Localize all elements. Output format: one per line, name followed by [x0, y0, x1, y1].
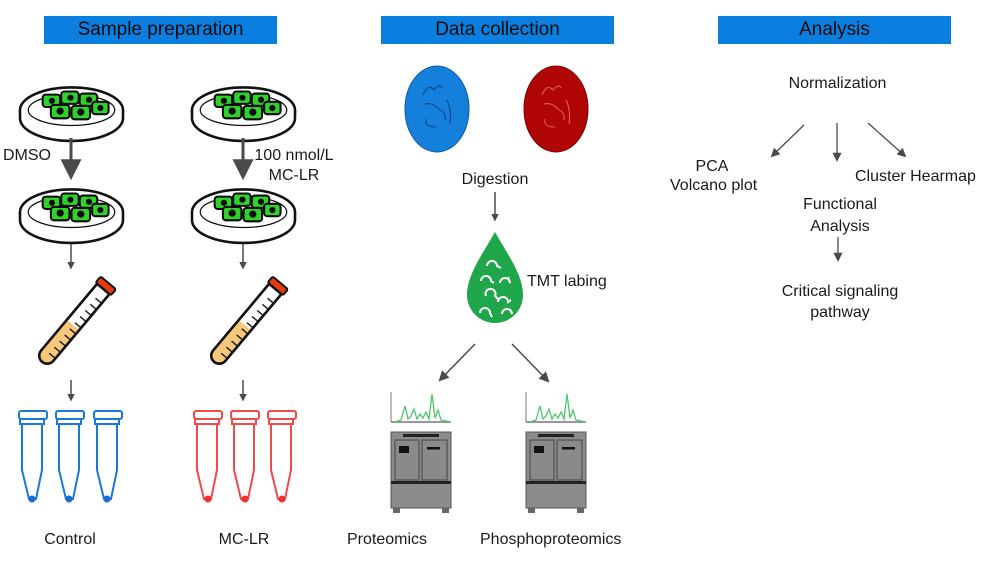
- phosphoproteomics-label: Phosphoproteomics: [480, 531, 622, 548]
- header-analysis: Analysis: [718, 16, 951, 44]
- normalization-label: Normalization: [788, 75, 887, 92]
- critical-pathway-line2: pathway: [810, 304, 870, 321]
- arrow-pca: [770, 124, 805, 158]
- control-protein-sample-icon: [404, 65, 470, 153]
- volcano-plot-label: Volcano plot: [670, 177, 758, 194]
- arrow-cluster: [867, 122, 907, 158]
- mclr-protein-sample-icon: [523, 65, 589, 153]
- critical-pathway-line1: Critical signaling: [781, 283, 899, 300]
- cluster-heatmap-label: Cluster Hearmap: [855, 168, 976, 185]
- header-data-collection: Data collection: [381, 16, 614, 44]
- mclr-group-label: MC-LR: [218, 531, 270, 548]
- tmt-drop-icon: [467, 232, 523, 323]
- functional-analysis-line1: Functional: [803, 196, 877, 213]
- arrow-proteomics: [438, 343, 476, 382]
- header-sample-preparation: Sample preparation: [44, 16, 277, 44]
- proteomics-label: Proteomics: [347, 531, 428, 548]
- control-treatment-label: DMSO: [3, 147, 51, 164]
- tmt-labeling-label: TMT labing: [527, 273, 607, 290]
- mclr-treatment-dose: 100 nmol/L: [254, 147, 334, 164]
- microtube-icon: [55, 410, 85, 500]
- mclr-treatment-agent: MC-LR: [268, 167, 320, 184]
- digestion-label: Digestion: [461, 171, 529, 188]
- pca-label: PCA: [695, 158, 729, 175]
- arrow-phospho: [511, 343, 550, 383]
- control-group-label: Control: [44, 531, 96, 548]
- functional-analysis-line2: Analysis: [810, 218, 870, 235]
